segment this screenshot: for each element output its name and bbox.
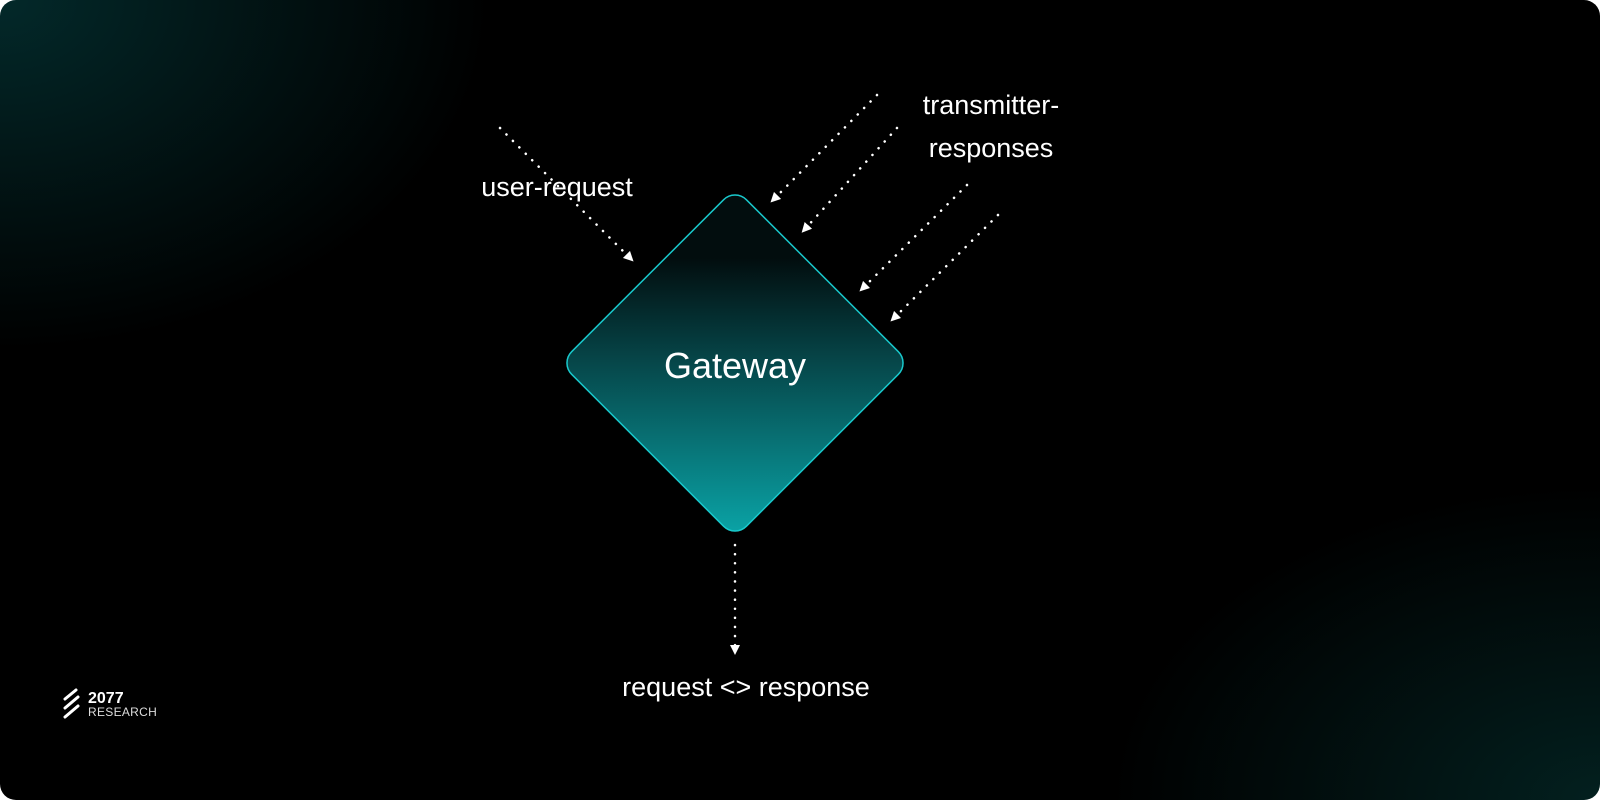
transmitter-label-line2: responses (929, 133, 1054, 163)
logo-stripes-icon (63, 688, 80, 719)
user-request-arrow (498, 126, 634, 262)
transmitter-response-arrow-3 (859, 183, 969, 292)
logo-name: RESEARCH (88, 704, 158, 719)
output-label: request <> response (622, 672, 870, 702)
transmitter-label-line1: transmitter- (923, 90, 1060, 120)
gateway-diamond (566, 194, 904, 532)
transmitter-response-arrow-4 (890, 213, 1000, 322)
transmitter-response-arrow-2 (801, 126, 899, 233)
user-request-label: user-request (481, 172, 633, 202)
logo-number: 2077 (88, 689, 124, 707)
gateway-node: Gateway (566, 194, 904, 532)
logo: 2077 RESEARCH (62, 688, 157, 720)
gateway-label: Gateway (664, 345, 806, 386)
transmitter-response-arrow-1 (770, 93, 879, 203)
